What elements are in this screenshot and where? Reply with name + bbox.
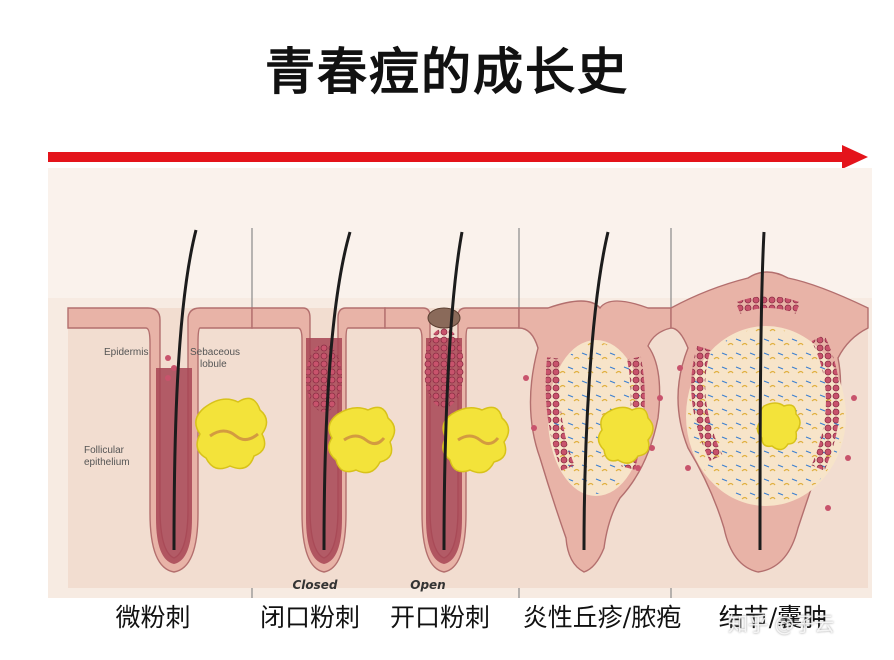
sebaceous-annotation-line1: Sebaceous [190, 347, 241, 358]
progression-arrow [48, 145, 868, 169]
stage-label-microcomedo: 微粉刺 [115, 603, 191, 632]
stage-papule-pustule [518, 231, 672, 573]
epidermis-annotation: Epidermis [104, 347, 149, 358]
follicular-annotation-line2: epithelium [84, 457, 130, 468]
sebaceous-annotation-line2: lobule [200, 359, 227, 370]
closed-panel-label: Closed [292, 578, 338, 592]
watermark: 知乎 @子云 [728, 612, 835, 636]
open-panel-label: Open [410, 578, 446, 592]
stage-label-papule-pustule: 炎性丘疹/脓疱 [522, 603, 682, 632]
follicular-annotation-line1: Follicular [84, 445, 125, 456]
page-title: 青春痘的成长史 [265, 43, 629, 101]
stage-microcomedo [67, 229, 268, 573]
stage-nodule-cyst [670, 231, 869, 573]
stage-label-closed-comedo: 闭口粉刺 [259, 603, 360, 632]
stage-closed-comedo [251, 231, 396, 573]
stage-label-nodule-cyst: 结节/囊肿 [718, 603, 828, 632]
stage-open-comedo [384, 231, 520, 573]
acne-stage-diagram [48, 168, 872, 598]
stage-label-open-comedo: 开口粉刺 [389, 603, 490, 632]
